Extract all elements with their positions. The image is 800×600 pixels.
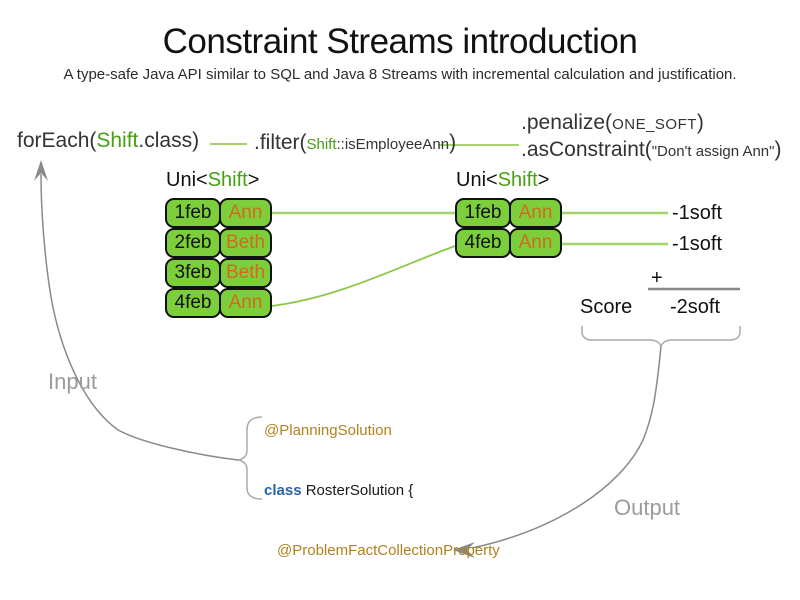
left-label-pre: Uni< — [166, 169, 208, 191]
input-arrow — [40, 173, 239, 461]
output-arrow — [471, 345, 662, 549]
output-arrowhead — [453, 542, 475, 558]
connector-row-4feb — [271, 245, 456, 307]
page-title: Constraint Streams introduction — [162, 22, 638, 61]
class-declaration: RosterSolution { — [301, 482, 414, 499]
plus-sign: + — [651, 267, 663, 289]
code-block: @PlanningSolution class RosterSolution {… — [264, 381, 511, 600]
shift-date-cell: 2feb — [165, 228, 221, 258]
table-row: Ann 4feb — [165, 288, 272, 318]
table-row: Ann 4feb — [455, 228, 562, 258]
code-line: @PlanningSolution — [264, 421, 511, 441]
filter-pre: .filter( — [254, 131, 307, 154]
asconstraint-post: ) — [774, 138, 782, 161]
left-stream-table: Ann 1feb Beth 2feb Beth 3feb Ann 4feb — [165, 198, 272, 318]
code-line: class RosterSolution { — [264, 481, 511, 501]
shift-employee-cell: Beth — [219, 258, 272, 288]
left-stream-label: Uni<Shift> — [166, 169, 259, 192]
shift-employee-cell: Ann — [509, 228, 562, 258]
table-row: Beth 3feb — [165, 258, 272, 288]
left-label-type: Shift — [207, 169, 248, 191]
filter-arg-class: Shift — [306, 136, 337, 153]
right-stream-label: Uni<Shift> — [456, 169, 549, 192]
code-as-constraint: .asConstraint("Don't assign Ann") — [521, 138, 781, 162]
table-row: Ann 1feb — [455, 198, 562, 228]
keyword-class: class — [264, 482, 302, 499]
shift-employee-cell: Beth — [219, 228, 272, 258]
code-foreach: forEach(Shift.class) — [17, 129, 199, 153]
output-label: Output — [614, 495, 681, 520]
penalize-arg: ONE_SOFT — [612, 116, 697, 133]
shift-date-cell: 3feb — [165, 258, 221, 288]
filter-post: ) — [449, 131, 457, 154]
score-value: -2soft — [670, 296, 721, 318]
right-label-pre: Uni< — [456, 169, 498, 191]
shift-employee-cell: Ann — [509, 198, 562, 228]
input-arrowhead — [34, 160, 48, 181]
shift-date-cell: 1feb — [455, 198, 511, 228]
annotation-planning-solution: @PlanningSolution — [264, 422, 392, 439]
asconstraint-arg: "Don't assign Ann" — [651, 143, 775, 160]
page-subtitle: A type-safe Java API similar to SQL and … — [63, 66, 737, 83]
code-line: @ProblemFactCollectionProperty — [264, 541, 511, 561]
table-row: Beth 2feb — [165, 228, 272, 258]
code-brace — [237, 416, 263, 500]
shift-employee-cell: Ann — [219, 288, 272, 318]
code-penalize: .penalize(ONE_SOFT) — [521, 111, 704, 135]
penalty-value-1: -1soft — [672, 202, 723, 224]
shift-date-cell: 4feb — [165, 288, 221, 318]
penalize-post: ) — [696, 111, 704, 134]
right-stream-table: Ann 1feb Ann 4feb — [455, 198, 562, 258]
shift-date-cell: 4feb — [455, 228, 511, 258]
left-label-post: > — [247, 169, 260, 191]
penalty-value-2: -1soft — [672, 233, 723, 255]
foreach-pre: forEach( — [17, 129, 97, 152]
shift-date-cell: 1feb — [165, 198, 221, 228]
penalize-pre: .penalize( — [521, 111, 613, 134]
asconstraint-pre: .asConstraint( — [521, 138, 652, 161]
right-label-type: Shift — [497, 169, 538, 191]
shift-employee-cell: Ann — [219, 198, 272, 228]
input-label: Input — [48, 369, 97, 394]
score-label: Score — [580, 296, 633, 318]
code-filter: .filter(Shift::isEmployeeAnn) — [254, 131, 456, 155]
score-bracket — [581, 326, 741, 348]
right-label-post: > — [537, 169, 550, 191]
table-row: Ann 1feb — [165, 198, 272, 228]
foreach-post: .class) — [138, 129, 200, 152]
foreach-arg: Shift — [96, 129, 139, 152]
annotation-problem-fact: @ProblemFactCollectionProperty — [277, 542, 500, 559]
filter-arg-method: ::isEmployeeAnn — [336, 136, 450, 153]
